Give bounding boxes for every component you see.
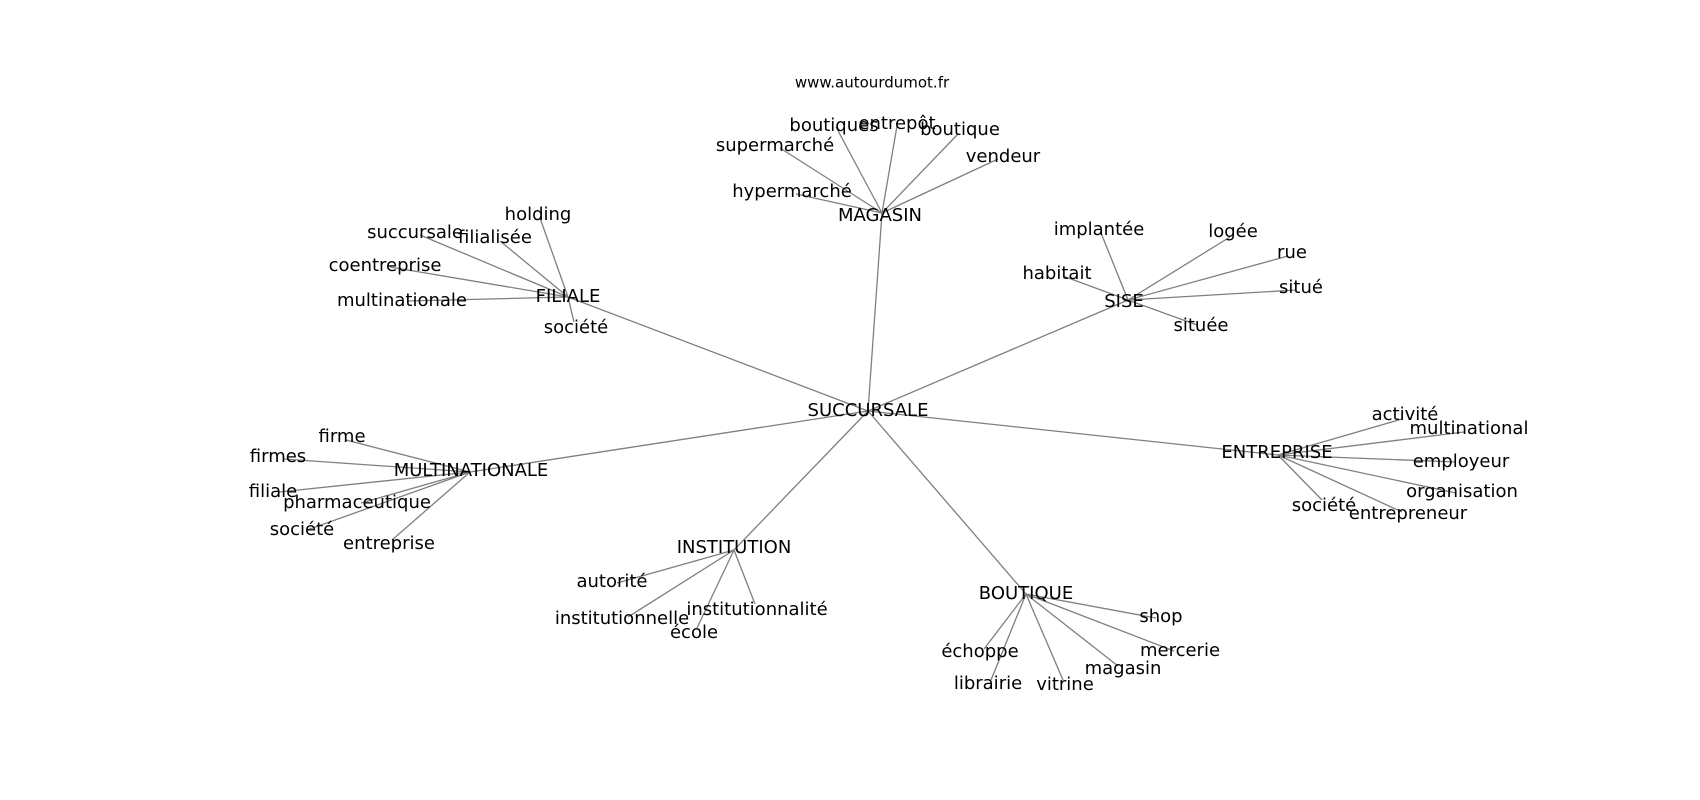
node-leaf-filiale-coentreprise: coentreprise — [329, 255, 442, 276]
edge-magasin-boutique — [881, 133, 959, 214]
edge-boutique-shop — [1025, 593, 1157, 619]
edge-center-boutique — [867, 410, 1027, 595]
edge-filiale-holding — [539, 217, 569, 298]
edge-institution-institutionnelle — [627, 549, 735, 618]
edge-boutique-echoppe — [983, 593, 1027, 650]
edge-center-magasin — [867, 212, 883, 412]
edge-sise-situe — [1127, 289, 1297, 301]
node-leaf-multinationale-societe: société — [270, 519, 335, 540]
node-leaf-boutique-shop: shop — [1139, 606, 1182, 627]
node-hub-multinationale: MULTINATIONALE — [394, 460, 549, 481]
node-leaf-magasin-hypermarche: hypermarché — [732, 181, 852, 202]
node-leaf-entreprise-organisation: organisation — [1406, 481, 1518, 502]
node-leaf-filiale-multinationale: multinationale — [337, 290, 467, 311]
node-leaf-entreprise-entrepreneur: entrepreneur — [1349, 503, 1468, 524]
node-leaf-magasin-supermarche: supermarché — [716, 135, 834, 156]
edge-entreprise-entrepreneur — [1277, 454, 1403, 513]
edge-entreprise-employeur — [1277, 454, 1457, 463]
node-leaf-magasin-boutiques: boutiques — [789, 115, 878, 136]
node-hub-boutique: BOUTIQUE — [979, 583, 1073, 604]
edge-multinationale-filiale — [278, 471, 471, 493]
node-leaf-boutique-librairie: librairie — [954, 673, 1022, 694]
edge-entreprise-multinational — [1277, 431, 1465, 456]
edge-multinationale-societe — [306, 471, 471, 531]
edge-entreprise-organisation — [1277, 454, 1457, 494]
edge-boutique-mercerie — [1025, 593, 1175, 652]
edge-center-sise — [867, 299, 1129, 412]
edge-magasin-hypermarche — [795, 193, 883, 214]
node-center-succursale: SUCCURSALE — [808, 400, 929, 421]
edge-magasin-entrepot — [881, 125, 898, 214]
edge-sise-habitait — [1062, 275, 1129, 301]
node-leaf-magasin-vendeur: vendeur — [966, 146, 1041, 167]
edge-institution-autorite — [616, 549, 735, 584]
node-hub-magasin: MAGASIN — [838, 205, 922, 226]
node-leaf-filiale-societe: société — [544, 317, 609, 338]
node-leaf-entreprise-societe: société — [1292, 495, 1357, 516]
node-hub-entreprise: ENTREPRISE — [1221, 442, 1332, 463]
edge-filiale-succursale — [419, 234, 569, 298]
source-caption: www.autourdumot.fr — [795, 74, 950, 92]
edge-magasin-vendeur — [881, 158, 999, 214]
edge-magasin-supermarche — [779, 147, 883, 214]
node-leaf-magasin-boutique: boutique — [920, 119, 1000, 140]
edge-center-multinationale — [469, 410, 869, 473]
node-leaf-filiale-holding: holding — [505, 204, 572, 225]
node-leaf-boutique-magasin: magasin — [1085, 658, 1162, 679]
graph-edges — [278, 125, 1465, 681]
edge-boutique-magasin — [1025, 593, 1119, 667]
edge-multinationale-firme — [345, 439, 471, 473]
edge-filiale-coentreprise — [389, 266, 569, 298]
node-leaf-entreprise-employeur: employeur — [1413, 451, 1510, 472]
edge-sise-situee — [1127, 299, 1198, 326]
edge-center-entreprise — [867, 410, 1279, 456]
node-leaf-magasin-entrepot: entrepôt — [858, 113, 935, 134]
node-leaf-institution-ecole: école — [670, 622, 718, 643]
node-hub-sise: SISE — [1104, 291, 1144, 312]
edge-sise-rue — [1127, 255, 1289, 301]
edge-filiale-multinationale — [407, 296, 569, 302]
edge-multinationale-firmes — [283, 458, 471, 473]
edge-entreprise-societe — [1277, 454, 1323, 501]
node-leaf-sise-implantee: implantée — [1054, 219, 1145, 240]
graph-labels: SUCCURSALE MAGASIN boutiquesentrepôtboutiq… — [249, 113, 1529, 695]
node-leaf-sise-habitait: habitait — [1022, 263, 1091, 284]
edge-entreprise-activite — [1277, 418, 1403, 456]
edge-multinationale-entreprise — [391, 471, 471, 541]
node-leaf-filiale-filialisee: filialisée — [458, 227, 532, 248]
node-leaf-sise-situee: située — [1174, 315, 1229, 336]
node-leaf-sise-logee: logée — [1208, 221, 1258, 242]
node-leaf-multinationale-pharmaceutique: pharmaceutique — [283, 492, 431, 513]
node-leaf-sise-rue: rue — [1277, 242, 1307, 263]
edge-sise-implantee — [1100, 232, 1129, 301]
node-leaf-entreprise-activite: activité — [1372, 404, 1439, 425]
node-leaf-boutique-vitrine: vitrine — [1036, 674, 1094, 695]
node-leaf-multinationale-firmes: firmes — [250, 446, 306, 467]
edge-boutique-librairie — [990, 593, 1027, 681]
edge-center-institution — [733, 410, 869, 551]
node-leaf-institution-institutionnalite: institutionnalité — [686, 599, 827, 620]
edge-center-filiale — [567, 296, 869, 412]
node-leaf-boutique-mercerie: mercerie — [1140, 640, 1220, 661]
node-leaf-multinationale-firme: firme — [318, 426, 365, 447]
edge-multinationale-pharmaceutique — [360, 471, 471, 504]
edge-filiale-filialisee — [499, 240, 569, 298]
edge-sise-logee — [1127, 236, 1231, 301]
node-leaf-institution-autorite: autorité — [576, 571, 647, 592]
node-leaf-filiale-succursale: succursale — [367, 222, 463, 243]
edge-institution-ecole — [696, 549, 735, 629]
node-leaf-boutique-echoppe: échoppe — [941, 641, 1018, 662]
node-leaf-institution-institutionnelle: institutionnelle — [555, 608, 689, 629]
node-hub-institution: INSTITUTION — [677, 537, 792, 558]
node-hub-filiale: FILIALE — [536, 286, 601, 307]
node-leaf-multinationale-filiale: filiale — [249, 481, 297, 502]
edge-filiale-societe — [567, 296, 575, 323]
node-leaf-multinationale-entreprise: entreprise — [343, 533, 435, 554]
edge-magasin-boutiques — [835, 126, 883, 214]
edge-institution-institutionnalite — [733, 549, 756, 605]
edge-boutique-vitrine — [1025, 593, 1064, 681]
node-leaf-entreprise-multinational: multinational — [1410, 418, 1529, 439]
node-leaf-sise-situe: situé — [1279, 277, 1323, 298]
